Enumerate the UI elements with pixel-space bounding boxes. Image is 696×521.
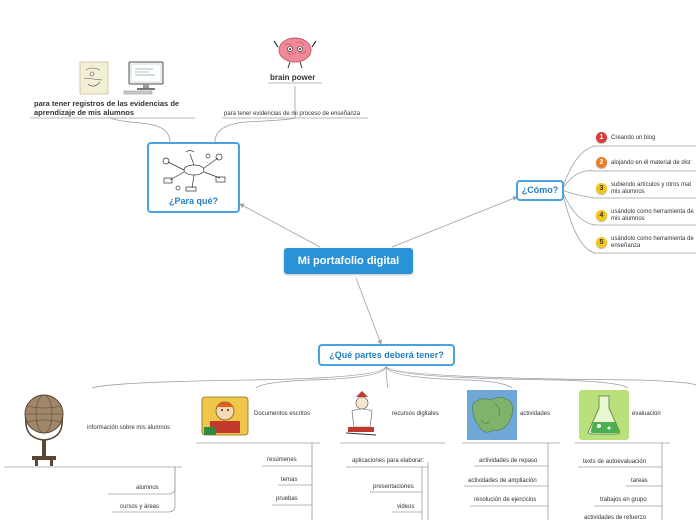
alumnos-item[interactable]: alumnos xyxy=(136,485,159,491)
branch-evaluacion-label[interactable]: evaluación xyxy=(632,411,661,417)
brain-power-label: brain power xyxy=(270,73,316,82)
central-topic[interactable]: Mi portafolio digital xyxy=(284,248,413,274)
videos-item[interactable]: videos xyxy=(397,504,415,510)
temas-item[interactable]: temas xyxy=(281,477,298,483)
como-item-1[interactable]: Creando un blog xyxy=(611,135,656,141)
ampliacion-item[interactable]: actividades de ampliación xyxy=(468,478,537,484)
como-node[interactable]: ¿Cómo? xyxy=(516,180,564,201)
resumenes-item[interactable]: resúmenes xyxy=(267,457,297,463)
number-4-badge: 4 xyxy=(596,210,607,221)
como-item-3[interactable]: subiendo artículos y otros mat mis alumn… xyxy=(611,182,692,195)
como-item-2[interactable]: alojando en él material de dist xyxy=(611,160,691,166)
como-label: ¿Cómo? xyxy=(521,185,559,195)
autoevaluacion-item[interactable]: texts de autoevaluación xyxy=(583,459,647,465)
para-que-node[interactable]: ¿Para qué? xyxy=(147,142,240,213)
partes-label: ¿Qué partes deberá tener? xyxy=(329,350,444,360)
mindmap-sketch-icon xyxy=(162,150,225,192)
cursos-item[interactable]: cursos y áreas xyxy=(120,504,160,510)
para-que-label: ¿Para qué? xyxy=(168,196,218,206)
branch-recursos-label[interactable]: recursos digitales xyxy=(392,411,439,417)
branch-documentos-label[interactable]: Documentos escritos xyxy=(254,411,311,417)
number-1-badge: 1 xyxy=(596,132,607,143)
number-5-badge: 5 xyxy=(596,237,607,248)
para-que-item-2[interactable]: para tener evidencias de mi proceso de e… xyxy=(224,111,361,117)
teacher-cartoon-icon xyxy=(201,396,249,436)
globe-icon xyxy=(24,394,64,466)
number-3-badge: 3 xyxy=(596,183,607,194)
aplicaciones-item[interactable]: aplicaciones para elaborar: xyxy=(352,458,425,464)
europe-map-icon xyxy=(467,390,517,440)
trabajos-item[interactable]: trabajos en grupo xyxy=(600,497,647,503)
brain-icon xyxy=(273,37,317,69)
para-que-item-1[interactable]: para tener registros de las evidencias d… xyxy=(34,99,180,117)
repaso-item[interactable]: actividades de repaso xyxy=(479,458,538,464)
number-2-badge: 2 xyxy=(596,157,607,168)
lab-flask-icon xyxy=(579,390,629,440)
presentaciones-item[interactable]: presentaciones xyxy=(373,484,414,490)
ejercicios-item[interactable]: resolución de ejercicios xyxy=(474,497,537,503)
branch-actividades-label[interactable]: actividades xyxy=(520,411,551,417)
computer-monitor-icon xyxy=(123,61,164,95)
refuerzo-item[interactable]: actividades de refuerzo xyxy=(584,515,647,521)
tareas-item[interactable]: tareas xyxy=(631,478,648,484)
cartoon-character-icon xyxy=(345,391,377,436)
pruebas-item[interactable]: pruebas xyxy=(276,496,298,502)
partes-node[interactable]: ¿Qué partes deberá tener? xyxy=(318,344,455,366)
como-item-5[interactable]: usándolo como herramienta de enseñanza xyxy=(611,236,694,249)
branch-alumnos-label[interactable]: información sobre mis alumnos xyxy=(87,425,171,431)
como-item-4[interactable]: usándolo como herramienta de mis alumnos xyxy=(611,209,694,222)
document-sketch-icon xyxy=(79,61,109,95)
